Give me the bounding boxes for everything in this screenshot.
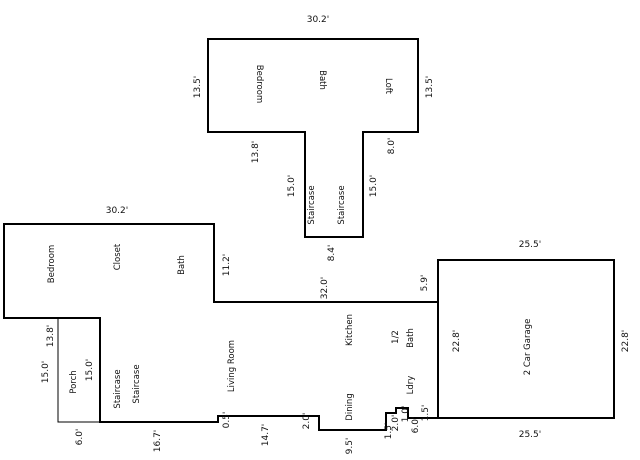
dim-left-notch: 13.8' — [46, 325, 56, 348]
dim-upper-left: 13.5' — [193, 76, 203, 99]
living-room-label: Living Room — [227, 340, 237, 392]
dim-dining-bottom: 9.5' — [345, 438, 355, 455]
dim-porch-bottom: 6.0' — [75, 429, 85, 446]
dim-step-b: 2.0' — [302, 413, 312, 430]
kitchen-label: Kitchen — [345, 314, 355, 346]
staircase-left-label: Staircase — [113, 369, 123, 408]
dim-step-a: 0.5' — [222, 412, 232, 429]
upper-floor-outline — [207, 38, 419, 238]
main-floor-outline — [3, 223, 439, 431]
dim-garage-left: 22.8' — [452, 330, 462, 353]
dim-step-f: 6.0' — [411, 417, 421, 434]
staircase-right-label: Staircase — [132, 364, 142, 403]
upper-bath-label: Bath — [317, 70, 327, 90]
dim-step-c: 1.5' — [384, 423, 394, 440]
loft-label: Loft — [383, 78, 393, 95]
dim-upper-stair-bottom: 8.4' — [327, 245, 337, 262]
upper-staircase-right-label: Staircase — [337, 185, 347, 224]
dim-front-bottom: 16.7' — [153, 430, 163, 453]
porch-label: Porch — [69, 370, 79, 393]
dim-upper-top: 30.2' — [307, 15, 330, 25]
porch-outline — [57, 317, 101, 423]
dim-step-g: 1.5' — [421, 405, 431, 422]
upper-staircase-left-label: Staircase — [307, 185, 317, 224]
laundry-label: Ldry — [406, 376, 416, 395]
left-bath-label: Bath — [177, 255, 187, 275]
garage-label: 2 Car Garage — [523, 319, 533, 376]
dim-garage-bottom: 25.5' — [519, 430, 542, 440]
dim-living-bottom: 14.7' — [261, 424, 271, 447]
upper-bedroom-label: Bedroom — [254, 65, 264, 103]
dining-label: Dining — [345, 393, 355, 420]
half-bath-label: Bath — [406, 328, 416, 348]
dim-left-inner: 11.2' — [222, 254, 232, 277]
dim-main-top: 32.0' — [320, 277, 330, 300]
dim-porch-inner: 15.0' — [85, 359, 95, 382]
garage-outline — [437, 259, 615, 419]
dim-upper-notch-right: 8.0' — [387, 138, 397, 155]
dim-upper-stair-left: 15.0' — [287, 175, 297, 198]
dim-main-right: 5.9' — [420, 275, 430, 292]
closet-label: Closet — [113, 243, 123, 270]
left-bedroom-label: Bedroom — [47, 245, 57, 283]
dim-step-e: 1.0' — [401, 406, 411, 423]
dim-step-d: 2.0' — [391, 415, 401, 432]
dim-left-top: 30.2' — [106, 206, 129, 216]
dim-porch-outer: 15.0' — [41, 361, 51, 384]
dim-garage-top: 25.5' — [519, 240, 542, 250]
dim-upper-stair-right: 15.0' — [369, 175, 379, 198]
dim-garage-right: 22.8' — [621, 330, 631, 353]
dim-upper-right: 13.5' — [425, 76, 435, 99]
dim-upper-notch-left: 13.8' — [251, 141, 261, 164]
half-bath-fraction-label: 1/2 — [391, 330, 401, 344]
